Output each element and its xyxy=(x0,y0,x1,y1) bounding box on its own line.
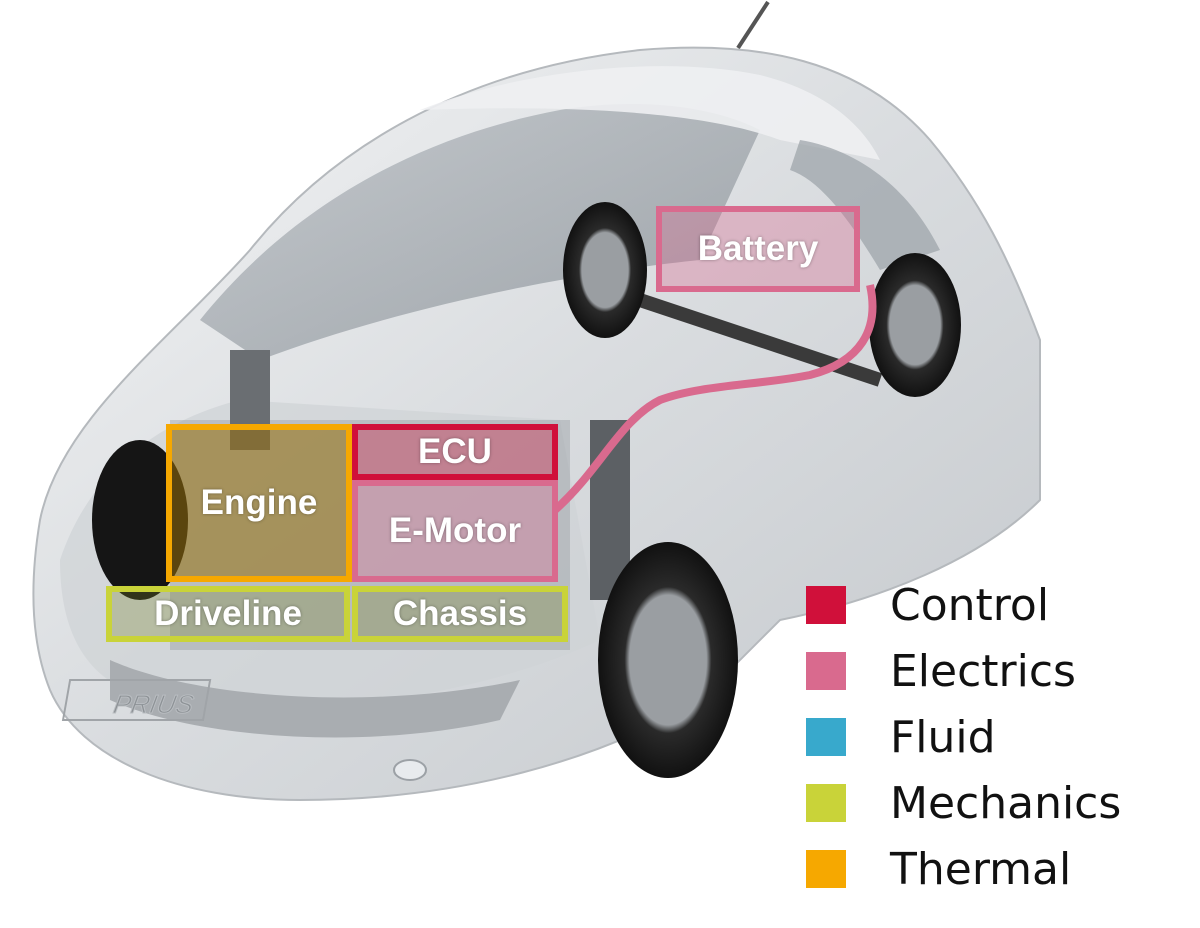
legend-item-electrics: Electrics xyxy=(806,638,1121,704)
ecu-label: ECU xyxy=(418,432,492,471)
legend-item-thermal: Thermal xyxy=(806,836,1121,902)
ecu-box: ECU xyxy=(352,424,558,480)
legend-swatch-fluid xyxy=(806,718,846,756)
car-side-window xyxy=(790,140,940,270)
front-right-wheel xyxy=(598,542,738,778)
legend-item-mechanics: Mechanics xyxy=(806,770,1121,836)
legend-label-thermal: Thermal xyxy=(890,843,1072,895)
antenna xyxy=(736,0,770,50)
legend-label-electrics: Electrics xyxy=(890,645,1076,697)
legend-item-control: Control xyxy=(806,572,1121,638)
car-badge-text: PRIUS xyxy=(111,689,196,719)
e-motor-label: E-Motor xyxy=(388,511,522,550)
legend-label-fluid: Fluid xyxy=(890,711,996,763)
legend-swatch-electrics xyxy=(806,652,846,690)
hv-cable xyxy=(552,284,877,513)
front-grille xyxy=(110,660,520,738)
legend-label-control: Control xyxy=(890,579,1050,631)
driveline-label: Driveline xyxy=(154,594,302,633)
rear-right-wheel xyxy=(869,253,961,397)
chassis-label: Chassis xyxy=(392,594,528,633)
legend-swatch-thermal xyxy=(806,850,846,888)
battery-label: Battery xyxy=(697,229,819,268)
battery-box: Battery xyxy=(656,206,860,292)
front-left-wheel xyxy=(92,440,188,600)
legend-swatch-control xyxy=(806,586,846,624)
legend-item-fluid: Fluid xyxy=(806,704,1121,770)
rear-left-wheel xyxy=(563,202,647,338)
car-roof xyxy=(420,66,880,160)
legend-label-mechanics: Mechanics xyxy=(890,777,1122,829)
driveline-box: Driveline xyxy=(106,586,350,642)
chassis-box: Chassis xyxy=(352,586,568,642)
engine-box: Engine xyxy=(166,424,352,582)
car-windshield xyxy=(200,104,760,360)
legend-swatch-mechanics xyxy=(806,784,846,822)
engine-label: Engine xyxy=(200,483,318,522)
badge-plate xyxy=(61,679,212,721)
fog-light xyxy=(393,759,427,781)
e-motor-box: E-Motor xyxy=(352,480,558,582)
